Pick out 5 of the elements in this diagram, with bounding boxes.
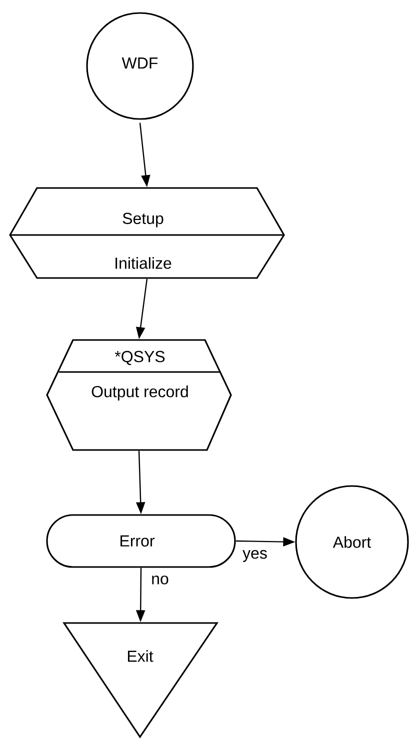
loop-limit-hexagon: *QSYS Output record [46,339,232,451]
edge-label: no [150,574,170,586]
edge-label: yes [242,549,268,563]
terminal-box: Error [46,514,236,568]
preparation-hexagon: Setup Initialize [9,187,285,279]
